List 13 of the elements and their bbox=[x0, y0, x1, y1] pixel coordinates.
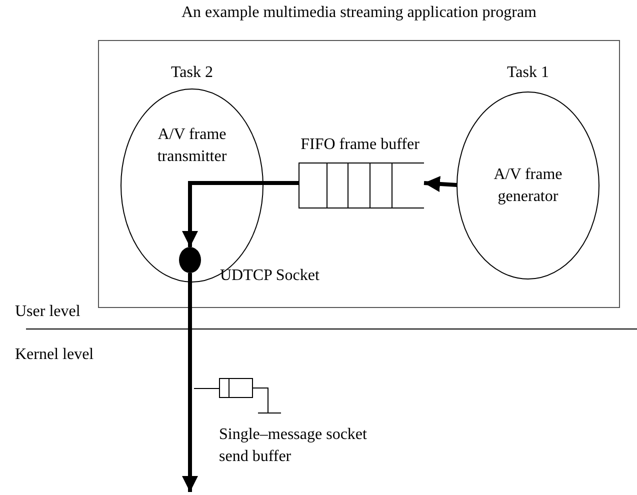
task-title: Task 2 bbox=[170, 64, 214, 82]
buffer-label: FIFO frame buffer bbox=[300, 136, 420, 154]
socket-label: UDTCP Socket bbox=[220, 267, 320, 285]
level-label: Kernel level bbox=[15, 346, 94, 364]
task-title: Task 1 bbox=[506, 64, 550, 82]
task-name: A/V frame transmitter bbox=[156, 125, 228, 167]
task-name: A/V frame generator bbox=[492, 165, 564, 207]
program-title: An example multimedia streaming application program bbox=[180, 4, 538, 22]
arrow bbox=[182, 273, 198, 492]
arrow bbox=[424, 176, 458, 192]
arrow bbox=[182, 181, 299, 247]
buffer-caption: Single–message socket send buffer bbox=[219, 425, 368, 467]
level-label: User level bbox=[15, 303, 80, 321]
